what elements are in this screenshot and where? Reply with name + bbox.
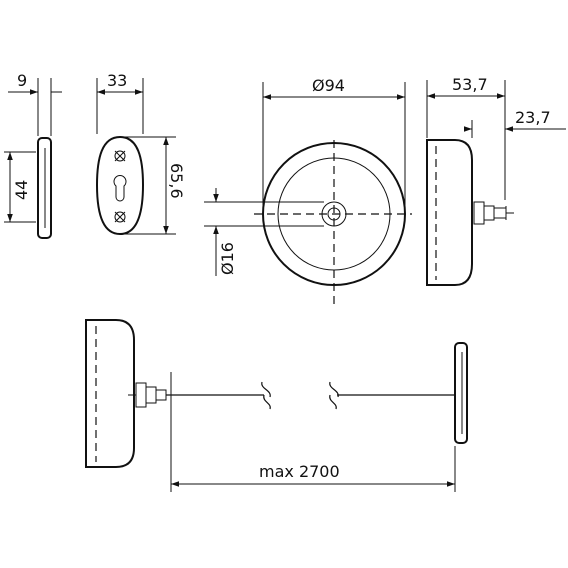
reel-housing-assembly — [85, 319, 135, 468]
gland-tip — [155, 389, 167, 401]
screw-hole-cross — [114, 211, 126, 223]
wire-break-right — [329, 381, 339, 398]
dim-axle-diameter: Ø16 — [218, 242, 237, 275]
dim-bracket-height: 44 — [12, 180, 31, 200]
gland-body — [483, 205, 495, 221]
dim-gland-length: 23,7 — [515, 108, 551, 127]
mounting-plate-view: 33 65,6 — [95, 71, 186, 236]
dim-plate-width: 33 — [107, 71, 127, 90]
gland-nut — [135, 382, 147, 408]
gland-nut — [473, 201, 485, 225]
dim-max-length: max 2700 — [259, 462, 340, 481]
dim-plate-height: 65,6 — [167, 163, 186, 199]
screw-hole-cross — [114, 150, 126, 162]
bracket-side-view: 9 44 — [4, 71, 62, 239]
reel-side-view: 53,7 23,7 — [426, 75, 566, 286]
bracket-assembly — [454, 342, 468, 444]
keyhole-slot — [113, 175, 127, 202]
assembly-view: max 2700 — [85, 319, 468, 492]
dim-reel-depth: 53,7 — [452, 75, 488, 94]
wire-break-right — [329, 394, 337, 410]
reel-front-view: Ø94 Ø16 — [204, 76, 412, 305]
dim-reel-diameter: Ø94 — [312, 76, 345, 95]
screw-hole-top — [114, 150, 126, 162]
plate-outline — [95, 135, 145, 236]
screw-hole-bottom — [114, 211, 126, 223]
dim-bracket-thickness: 9 — [17, 71, 27, 90]
gland-body — [145, 386, 157, 404]
wire-break-left — [261, 381, 271, 398]
reel-housing-side — [426, 139, 473, 286]
wire-break-left — [263, 394, 271, 410]
